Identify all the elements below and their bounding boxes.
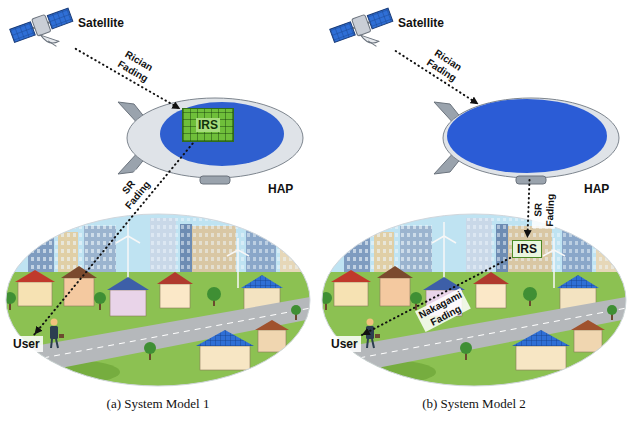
airship xyxy=(160,102,284,166)
node-label: HAP xyxy=(584,182,609,196)
satellite-node: Satellite xyxy=(12,4,74,56)
city-scene xyxy=(0,210,316,392)
edge-label: SR Fading xyxy=(532,191,556,229)
connector-group xyxy=(34,49,529,335)
node-label: User xyxy=(13,337,40,351)
edge-label: Rician Fading xyxy=(114,46,157,84)
airship xyxy=(516,176,546,184)
node-label: IRS xyxy=(517,242,537,256)
hap-node: HAPIRS xyxy=(127,98,303,178)
satellite-icon xyxy=(9,6,79,59)
panel-caption: (b) System Model 2 xyxy=(422,396,526,412)
edge-label: SR Fading xyxy=(113,169,154,212)
airship xyxy=(200,176,230,184)
edge-label: Rician Fading xyxy=(424,45,467,84)
hap-node: HAP xyxy=(443,98,619,178)
airship xyxy=(118,98,303,184)
satellite-node: Satellite xyxy=(332,4,394,56)
edge-label: Nakagami Fading xyxy=(415,288,471,332)
irs-panel: IRS xyxy=(182,108,234,142)
node-label: HAP xyxy=(268,182,293,196)
node-label: Satellite xyxy=(78,16,124,30)
user-node: User xyxy=(328,336,361,352)
panel-caption: (a) System Model 1 xyxy=(107,396,210,412)
airship xyxy=(434,98,619,184)
fading-link xyxy=(527,180,529,238)
node-label: User xyxy=(331,337,358,351)
satellite-icon xyxy=(329,6,399,59)
node-label: IRS xyxy=(196,118,220,132)
user-node: User xyxy=(10,336,43,352)
city-scene xyxy=(316,210,632,392)
fading-link xyxy=(34,144,192,335)
irs-panel: IRS xyxy=(512,240,542,258)
airship xyxy=(447,99,607,173)
airship xyxy=(443,98,619,178)
airship xyxy=(127,98,303,178)
node-label: Satellite xyxy=(398,16,444,30)
fading-link xyxy=(362,258,510,335)
